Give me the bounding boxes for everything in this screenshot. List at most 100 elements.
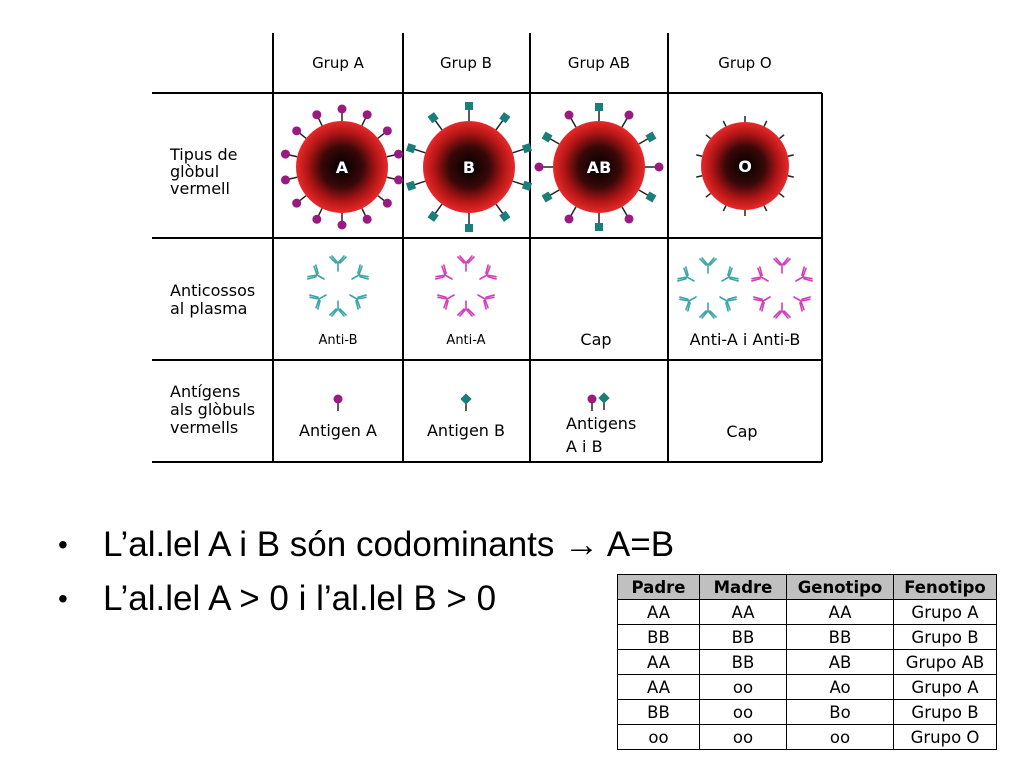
table-cell: AB bbox=[786, 649, 894, 675]
antibody-icon bbox=[773, 302, 791, 319]
bullet-dot: • bbox=[58, 583, 68, 614]
antigen-b-icon bbox=[521, 143, 533, 154]
antigen-label-ab-line2: A i B bbox=[566, 437, 603, 456]
antigen-b-icon bbox=[499, 210, 511, 222]
red-blood-cell-a: A bbox=[280, 104, 404, 230]
antigen-b-icon bbox=[427, 210, 439, 222]
table-row: BB oo Bo Grupo B bbox=[617, 699, 997, 725]
antigen-a-icon bbox=[337, 220, 347, 230]
arrow-right-icon: → bbox=[564, 525, 600, 564]
antibody-icon bbox=[793, 296, 811, 312]
antigen-b-marker bbox=[460, 393, 472, 411]
row-label-anticossos-line2: al plasma bbox=[170, 299, 247, 318]
bullet-list: •L’al.lel A i B són codominants → A=B •L… bbox=[58, 518, 674, 626]
antigen-label-a: Antigen A bbox=[299, 421, 377, 440]
antigen-a-icon bbox=[312, 110, 322, 120]
table-cell: AA bbox=[617, 674, 700, 700]
antigen-a-marker bbox=[587, 394, 597, 411]
antigen-b-icon bbox=[521, 180, 533, 191]
antibody-icon bbox=[477, 294, 495, 310]
antibody-icon bbox=[479, 264, 497, 280]
antigen-spike bbox=[705, 192, 712, 198]
antigen-a-icon bbox=[312, 214, 322, 224]
cell-letter-o: O bbox=[738, 157, 752, 176]
table-row: oo oo oo Grupo O bbox=[617, 724, 997, 750]
antigen-a-icon bbox=[292, 126, 302, 136]
table-cell: Grupo A bbox=[893, 674, 997, 700]
bullet-dominance: •L’al.lel A > 0 i l’al.lel B > 0 bbox=[58, 572, 674, 626]
antigen-a-icon bbox=[292, 198, 302, 208]
antigen-b-icon bbox=[541, 191, 553, 203]
antibody-icon bbox=[721, 266, 739, 282]
antibody-label-anti-a-i-anti-b: Anti-A i Anti-B bbox=[690, 330, 801, 349]
antigen-spike bbox=[787, 154, 794, 157]
table-cell: AA bbox=[699, 599, 787, 625]
table-cell: AA bbox=[786, 599, 894, 625]
genotype-table: Padre Madre Genotipo Fenotipo AA AA AA G… bbox=[617, 574, 997, 750]
table-cell: Bo bbox=[786, 699, 894, 725]
red-blood-cells: A B AB O bbox=[280, 102, 794, 232]
antigen-label-b: Antigen B bbox=[427, 421, 505, 440]
antibody-icon bbox=[773, 257, 791, 274]
antigen-spike bbox=[696, 154, 703, 157]
antibody-icon bbox=[753, 296, 771, 312]
table-cell: Grupo B bbox=[893, 624, 997, 650]
antigen-b-icon bbox=[499, 112, 511, 124]
antigen-b-icon bbox=[405, 180, 417, 191]
table-cell: oo bbox=[699, 674, 787, 700]
antigen-b-icon bbox=[595, 103, 603, 111]
column-header-grup-a: Grup A bbox=[312, 54, 365, 72]
antibody-label-cap: Cap bbox=[580, 330, 611, 349]
antibody-icon bbox=[351, 264, 369, 280]
table-cell: BB bbox=[786, 624, 894, 650]
antigen-a-icon bbox=[624, 110, 634, 120]
antigen-b-icon bbox=[427, 112, 439, 124]
antibody-icon bbox=[437, 294, 455, 310]
antigen-spike bbox=[705, 134, 712, 140]
blood-group-diagram: Grup A Grup B Grup AB Grup O Tipus de gl… bbox=[152, 33, 823, 463]
antibody-icon bbox=[329, 255, 347, 272]
bullet-text-prefix: L’al.lel A i B són codominants bbox=[103, 525, 565, 564]
table-cell: oo bbox=[699, 699, 787, 725]
row-label-tipus-line3: vermell bbox=[170, 179, 230, 198]
table-cell: Grupo O bbox=[893, 724, 997, 750]
antigen-b-icon bbox=[595, 223, 603, 231]
antibody-icon bbox=[679, 296, 697, 312]
table-cell: oo bbox=[617, 724, 700, 750]
bullet-codominance: •L’al.lel A i B són codominants → A=B bbox=[58, 518, 674, 572]
antigen-spike bbox=[778, 134, 785, 140]
table-header-row: Padre Madre Genotipo Fenotipo bbox=[617, 574, 997, 600]
table-row: BB BB BB Grupo B bbox=[617, 624, 997, 650]
antigen-a-icon bbox=[624, 214, 634, 224]
cell-letter-a: A bbox=[336, 158, 349, 177]
antibody-icon bbox=[699, 257, 717, 274]
antigen-a-marker bbox=[333, 394, 343, 411]
table-row: AA AA AA Grupo A bbox=[617, 599, 997, 625]
antigen-spike bbox=[778, 192, 785, 198]
antibody-icon bbox=[457, 300, 475, 317]
table-cell: BB bbox=[617, 624, 700, 650]
cell-letter-b: B bbox=[463, 158, 475, 177]
red-blood-cell-ab: AB bbox=[534, 103, 664, 231]
antibody-icon bbox=[677, 266, 695, 282]
antibody-icon bbox=[329, 300, 347, 317]
antigen-spike bbox=[722, 120, 727, 127]
antibody-icon bbox=[457, 255, 475, 272]
antigen-spike bbox=[696, 175, 703, 178]
red-blood-cell-o: O bbox=[696, 116, 794, 216]
table-cell: BB bbox=[699, 624, 787, 650]
column-header-grup-b: Grup B bbox=[440, 54, 492, 72]
table-cell: oo bbox=[786, 724, 894, 750]
header-genotipo: Genotipo bbox=[786, 574, 894, 600]
antibodies bbox=[307, 255, 813, 319]
red-blood-cell-b: B bbox=[405, 102, 533, 232]
antigen-a-icon bbox=[564, 214, 574, 224]
antibody-icon bbox=[307, 264, 325, 280]
antigen-a-icon bbox=[654, 162, 664, 172]
row-label-antigens-line2: als glòbuls bbox=[170, 400, 255, 419]
row-label-antigens-line1: Antígens bbox=[170, 382, 240, 401]
table-cell: BB bbox=[617, 699, 700, 725]
column-header-grup-ab: Grup AB bbox=[568, 54, 630, 72]
table-cell: Grupo AB bbox=[893, 649, 997, 675]
table-row: AA BB AB Grupo AB bbox=[617, 649, 997, 675]
